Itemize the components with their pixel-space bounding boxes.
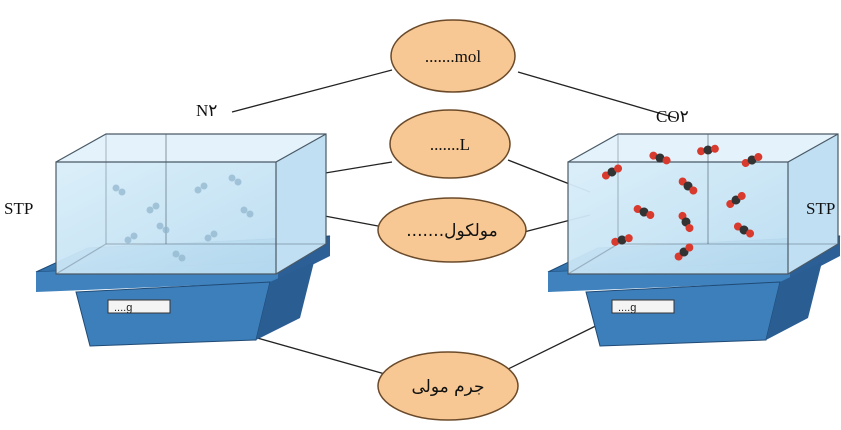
left-scale-display bbox=[107, 299, 171, 314]
oval-mol: .......mol bbox=[390, 19, 516, 93]
line-n2-to-mol bbox=[231, 69, 393, 113]
oval-liters: .......L bbox=[389, 109, 511, 179]
oval-molar-mass: جرم مولی bbox=[377, 351, 519, 421]
oval-mol-text: .......mol bbox=[425, 47, 481, 66]
left-condition-label: STP bbox=[4, 199, 33, 218]
oval-molecules: مولکول....... bbox=[377, 197, 527, 263]
oval-molecules-text: مولکول....... bbox=[406, 221, 497, 241]
left-gas-box bbox=[55, 133, 327, 275]
oval-liters-text: .......L bbox=[430, 135, 470, 154]
right-condition-label: STP bbox=[806, 199, 835, 218]
right-gas-box bbox=[567, 133, 839, 275]
left-scale-readout: ....g bbox=[114, 302, 132, 314]
right-container: ....g bbox=[547, 133, 841, 347]
left-gas-label: N۲ bbox=[196, 101, 217, 120]
right-scale-readout: ....g bbox=[618, 302, 636, 314]
right-gas-label: CO۲ bbox=[656, 107, 689, 126]
left-container: ....g bbox=[35, 133, 331, 347]
n2-molecules bbox=[112, 174, 254, 262]
co2-molecules bbox=[601, 144, 763, 261]
right-scale-display bbox=[611, 299, 675, 314]
line-mol-to-co2 bbox=[517, 71, 677, 119]
oval-molar-mass-text: جرم مولی bbox=[411, 377, 484, 397]
